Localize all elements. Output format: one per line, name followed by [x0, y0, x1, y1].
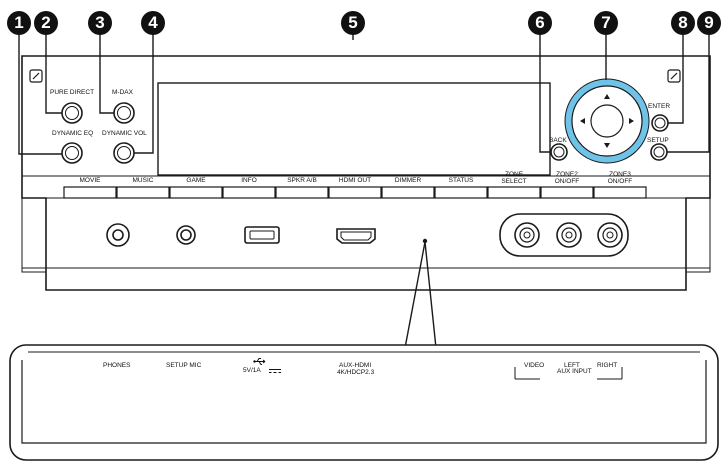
button-hdmi-out-label: HDMI OUT: [338, 177, 372, 184]
button-movie[interactable]: MOVIE: [64, 177, 116, 194]
cursor-up-icon[interactable]: [604, 94, 610, 99]
button-game[interactable]: GAME: [170, 177, 222, 194]
button-dimmer-label: DIMMER: [394, 177, 422, 184]
button-status-label: STATUS: [448, 177, 474, 184]
setup-label: SETUP: [647, 137, 669, 144]
corner-marks: [29, 69, 681, 83]
dc-symbol-icon: [269, 369, 281, 373]
setup-mic-label: SETUP MIC: [166, 362, 202, 369]
cursor-down-icon[interactable]: [604, 143, 610, 148]
m-dax-label: M-DAX: [112, 89, 133, 96]
button-movie-label: MOVIE: [79, 177, 101, 184]
button-zone2-line1: ZONE2: [556, 171, 578, 178]
button-zone2-line2: ON/OFF: [554, 178, 580, 185]
display-window: [157, 82, 551, 176]
aux-hdmi-label: AUX-HDMI: [339, 362, 372, 369]
callout-4: 4: [141, 11, 165, 35]
button-info-label: INFO: [241, 177, 257, 184]
button-hdmi-out[interactable]: HDMI OUT: [329, 177, 381, 194]
button-info[interactable]: INFO: [223, 177, 275, 194]
callout-8: 8: [671, 11, 695, 35]
cursor-left-icon[interactable]: [580, 118, 585, 124]
function-button-bar: [63, 186, 647, 199]
cursor-enter-center[interactable]: [590, 104, 624, 138]
button-zone3-line1: ZONE3: [609, 171, 631, 178]
button-status[interactable]: STATUS: [435, 177, 487, 194]
front-jacks: [106, 213, 629, 257]
callout-6: 6: [528, 11, 552, 35]
zoom-connector: [404, 238, 437, 349]
button-zone3-line2: ON/OFF: [607, 178, 633, 185]
button-spkr-ab-label: SPKR A/B: [287, 177, 317, 184]
button-music[interactable]: MUSIC: [117, 177, 169, 194]
usb-icon: [253, 357, 267, 368]
button-music-label: MUSIC: [132, 177, 154, 184]
callout-9: 9: [697, 11, 721, 35]
enter-label: ENTER: [648, 103, 671, 110]
button-zone-select-line2: SELECT: [501, 178, 527, 185]
video-label: VIDEO: [524, 362, 545, 369]
callout-leaders: [18, 24, 710, 380]
dynamic-eq-label: DYNAMIC EQ: [52, 130, 94, 137]
back-label: BACK: [549, 137, 567, 144]
button-dimmer[interactable]: DIMMER: [382, 177, 434, 194]
aux-hdmi-spec-label: 4K/HDCP2.3: [337, 369, 375, 376]
callout-3: 3: [88, 11, 112, 35]
dynamic-vol-label: DYNAMIC VOL: [102, 130, 147, 137]
callout-1: 1: [7, 11, 31, 35]
left-buttons: [61, 102, 135, 164]
right-label: RIGHT: [597, 362, 618, 369]
button-game-label: GAME: [186, 177, 206, 184]
left-label: LEFT: [564, 362, 580, 369]
aux-input-label: AUX INPUT: [555, 368, 594, 375]
cursor-pad[interactable]: [564, 78, 650, 164]
usb-rating-label: 5V/1A: [243, 367, 261, 374]
pure-direct-label: PURE DIRECT: [50, 89, 95, 96]
button-spkr-ab[interactable]: SPKR A/B: [276, 177, 328, 194]
lower-panel: [9, 344, 719, 461]
phones-label: PHONES: [103, 362, 131, 369]
cursor-right-icon[interactable]: [629, 118, 634, 124]
button-zone-select-line1: ZONE: [504, 171, 524, 178]
callout-2: 2: [34, 11, 58, 35]
callout-5: 5: [341, 11, 365, 35]
callout-7: 7: [594, 11, 618, 35]
